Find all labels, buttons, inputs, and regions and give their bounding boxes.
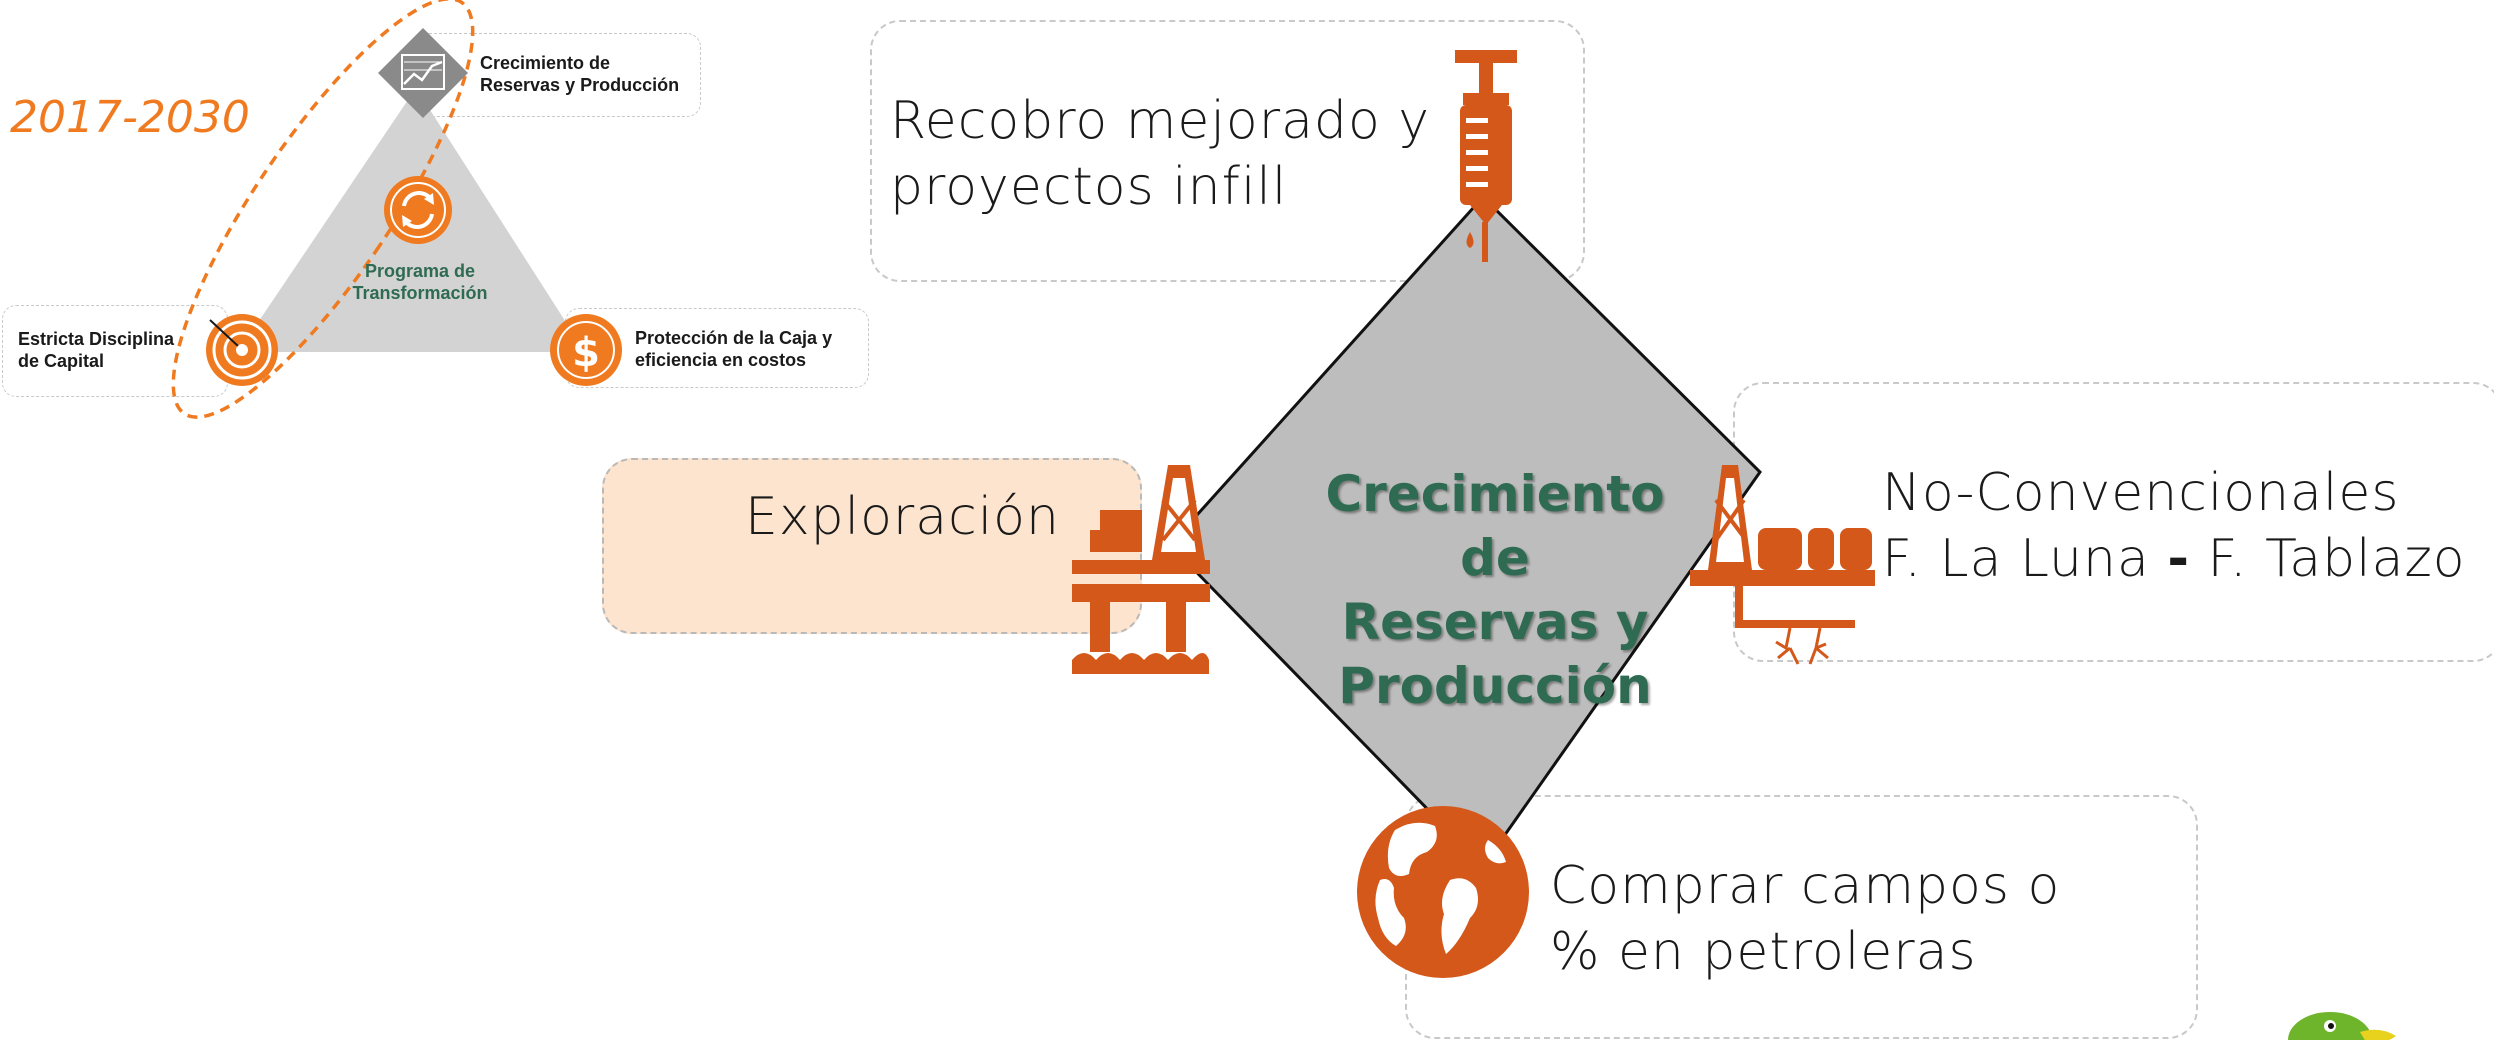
center-title: Crecimiento de Reservas y Producción [1325, 465, 1665, 715]
mascot-icon [2288, 1012, 2396, 1040]
fracking-rig-icon [1690, 465, 1875, 665]
globe-icon [1357, 806, 1529, 978]
syringe-icon [1455, 50, 1517, 262]
top-box [870, 20, 1585, 282]
dollar-icon: $ [550, 314, 622, 386]
right-label-line2: F. La Luna - F. Tablazo [1882, 529, 2466, 589]
inset-years: 2017-2030 [10, 92, 250, 143]
svg-text:$: $ [572, 330, 600, 376]
inset-center-label: Programa de Transformación [352, 261, 488, 303]
inset-dashed-ellipse [171, 0, 475, 419]
left-label: Exploración [745, 487, 1060, 547]
top-label: Recobro mejorado y proyectos infill [890, 91, 1431, 217]
offshore-rig-icon [1072, 465, 1210, 674]
inset-right-label: Protección de la Caja y eficiencia en co… [635, 328, 833, 370]
right-label: No-Convencionales F. La Luna - F. Tablaz… [1882, 460, 2466, 592]
target-icon [206, 314, 278, 386]
bottom-label: Comprar campos o % en petroleras [1550, 856, 2061, 982]
growth-chart-icon [378, 28, 468, 118]
cycle-icon [384, 176, 452, 244]
inset-left-label: Estricta Disciplina de Capital [18, 329, 175, 371]
inset-top-label: Crecimiento de Reservas y Producción [480, 53, 680, 95]
left-box [602, 458, 1142, 634]
inset-left-box [2, 305, 228, 397]
inset-graphics: $ [171, 0, 622, 419]
